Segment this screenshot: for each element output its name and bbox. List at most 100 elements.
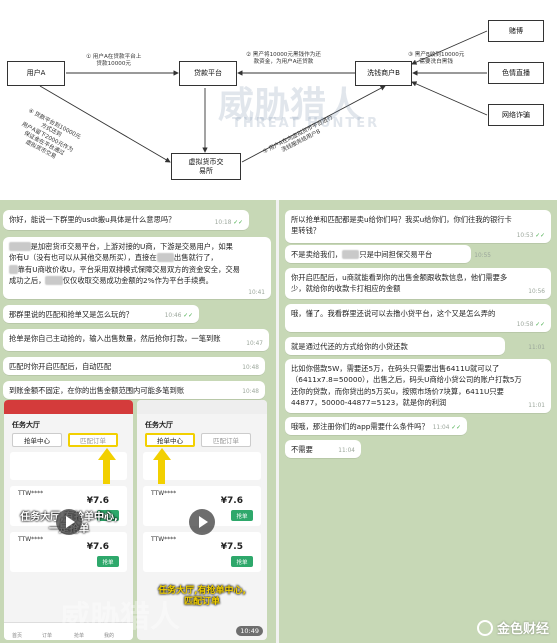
order-card: TTW**** ¥7.5 抢单 [143,532,261,572]
message-bubble: 哦哦，那注册你们的app需要什么条件吗？ 11:04 ✓✓ [285,417,467,435]
nav-home[interactable]: 首页 [12,633,23,639]
message-text: 那群里说的匹配和抢单又是怎么玩的？ [9,310,134,319]
message-time: 11:01 [528,403,545,410]
video-caption: 任务大厅,有抢单中心, 匹配订单 [158,586,246,607]
redacted-text: xxxxx [9,242,31,251]
message-bubble: 你好，能说一下群里的usdt搬u具体是什么意思吗？ 10:18 ✓✓ [3,210,249,230]
message-text: 里转钱？ [291,226,321,236]
message-bubble: 不是卖给我们，xxxx只是中间担保交易平台 10:55 [285,245,491,263]
message-text: 哦哦，那注册你们的app需要什么条件吗？ [291,422,429,431]
arrow-stem [103,460,110,484]
video-duration: 10:49 [236,626,263,636]
edge-label-2: ② 黑产将10000元黑钱作为还 款资金，为用户A还贷款 [246,52,321,66]
node-porn: 色情直播 [488,62,544,84]
message-text: 仅仅收取交易成功金额的2%作为平台手续费。 [62,275,213,285]
message-time: 11:01 [528,345,545,352]
video-thumbnail-1[interactable]: 任务大厅 抢单中心 匹配订单 TTW**** ¥7.6 抢单 TTW**** ¥… [4,400,133,640]
edge-label-3: ③ 黑产B收到10000元 需要洗白黑钱 [408,52,465,66]
order-price: ¥7.5 [220,542,243,552]
message-time: 10:58 ✓✓ [516,322,545,329]
redacted-text: xxxx [156,253,174,263]
node-fraud: 网络诈骗 [488,104,544,126]
order-price: ¥7.6 [86,496,109,506]
message-bubble: 匹配时你开启匹配后，自动匹配 10:48 [3,357,265,375]
message-time: 10:18 ✓✓ [214,220,243,227]
message-bubble: 比如你借款5W，需要还5万，在码头只需要出售6411U就可以了 （6411x7.… [285,359,551,413]
message-time: 10:55 [474,253,491,260]
play-icon[interactable] [189,509,215,535]
nav-grab[interactable]: 抢单 [74,633,85,639]
node-user-a: 用户A [7,61,65,86]
arrow-up-icon [153,448,171,460]
node-virtual-platform: 虚拟货币交 易所 [171,153,241,180]
order-price: ¥7.6 [86,542,109,552]
arrow-fraud [411,81,488,116]
message-text: 到账金额不固定，在你的出售金额范围内可能多笔到账 [9,386,185,395]
message-bubble: 到账金额不固定，在你的出售金额范围内可能多笔到账 10:48 [3,381,265,399]
message-text: 你开启匹配后，u商就能看到你的出售金额跟收款信息，他们需要多 [291,273,508,282]
order-card: TTW**** ¥7.6 抢单 [10,532,127,572]
panel-divider [276,200,279,643]
grab-button[interactable]: 抢单 [97,556,119,567]
tab-grab-center[interactable]: 抢单中心 [12,433,62,447]
message-text: 44877，50000-44877=5123，就是你的利润 [291,397,447,407]
order-name: TTW**** [18,490,44,497]
tab-grab-center[interactable]: 抢单中心 [145,433,195,447]
message-bubble: 你开启匹配后，u商就能看到你的出售金额跟收款信息，他们需要多 少，就给你的收款卡… [285,268,551,299]
message-text: 抢单是你自己主动抢的，输入出售数量，然后抢你打款，一笔到账 [9,334,221,343]
message-time: 10:46 ✓✓ [164,313,193,320]
tab-match-orders[interactable]: 匹配订单 [201,433,251,447]
arrow-user-to-virtual [39,85,171,163]
message-bubble: 那群里说的匹配和抢单又是怎么玩的？ 10:46 ✓✓ [3,305,199,323]
brand-logo: 金色财经 [476,618,549,637]
redacted-text: xxxx [342,250,360,259]
message-text: 你有U（没有也可以从其他交易所买），直接在 [9,253,157,263]
node-loan-platform: 贷款平台 [179,61,237,86]
message-time: 11:04 ✓✓ [432,425,461,432]
play-icon[interactable] [56,509,82,535]
message-text: （6411x7.8=50000），出售之后，码头U商给小贷公司的账户打款5万 [291,375,522,385]
tab-match-orders[interactable]: 匹配订单 [68,433,118,447]
order-name: TTW**** [18,536,44,543]
arrow-up-icon [98,448,116,460]
arrow-stem [158,460,165,484]
message-text: 哦，懂了。我看群里还说可以去撸小贷平台，这个又是怎么弄的 [291,309,496,318]
redacted-text: xxxx [45,275,63,285]
message-text: 不需要 [291,445,313,454]
phone-title: 任务大厅 [12,421,40,429]
arrow-virtual-to-launder [241,85,386,163]
nav-mine[interactable]: 我的 [104,633,115,639]
message-text: 少，就给你的收款卡打相应的金额 [291,284,401,294]
grab-button[interactable]: 抢单 [97,510,119,521]
message-bubble: 就是通过代还的方式给你的小贷还款 11:01 [285,337,545,355]
message-text: 是加密货币交易平台，上游对接的U商，下游是交易用户，如果 [30,242,233,251]
node-launderer-b: 洗钱商户B [355,61,412,86]
message-text: 成功之后， [9,275,46,285]
message-text: 你好，能说一下群里的usdt搬u具体是什么意思吗？ [9,215,176,224]
order-price: ¥7.6 [220,496,243,506]
message-text: 比如你借款5W，需要还5万，在码头只需要出售6411U就可以了 [291,364,500,373]
edge-label-1: ① 用户A在贷款平台上 贷款10000元 [86,54,142,68]
message-text: 所以抢单和匹配都是卖u给你们吗？我买u给你们，你们往我的银行卡 [291,215,512,224]
message-bubble: 所以抢单和匹配都是卖u给你们吗？我买u给你们，你们往我的银行卡 里转钱？ 10:… [285,210,551,243]
grab-button[interactable]: 抢单 [231,510,253,521]
message-text: 靠有U商收价收U，平台采用双排模式保障交易双方的资金安全，交易 [17,264,240,274]
message-bubble: 抢单是你自己主动抢的，输入出售数量，然后抢你打款，一笔到账 10:47 [3,329,269,351]
grab-button[interactable]: 抢单 [231,556,253,567]
phone-title: 任务大厅 [145,421,173,429]
nav-orders[interactable]: 订单 [42,633,53,639]
chat-panel-left[interactable]: 你好，能说一下群里的usdt搬u具体是什么意思吗？ 10:18 ✓✓ xxxxx… [0,200,276,643]
message-text: 匹配时你开启匹配后，自动匹配 [9,362,112,371]
message-bubble: 不需要 11:04 [285,440,361,458]
message-time: 10:48 [242,365,259,372]
order-name: TTW**** [151,536,177,543]
message-text: 就是通过代还的方式给你的小贷还款 [291,342,408,351]
message-time: 10:53 ✓✓ [516,233,545,240]
message-bubble: xxxxx是加密货币交易平台，上游对接的U商，下游是交易用户，如果 你有U（没有… [3,237,271,299]
video-thumbnail-2[interactable]: 任务大厅 抢单中心 匹配订单 TTW**** ¥7.6 抢单 TTW**** ¥… [137,400,267,640]
money-laundering-flow-diagram: 用户A 贷款平台 洗钱商户B 虚拟货币交 易所 赌博 色情直播 网络诈骗 ① 用… [0,0,557,200]
status-bar [137,400,267,414]
chat-panel-right[interactable]: 所以抢单和匹配都是卖u给你们吗？我买u给你们，你们往我的银行卡 里转钱？ 10:… [279,200,557,643]
message-time: 10:47 [246,341,263,348]
